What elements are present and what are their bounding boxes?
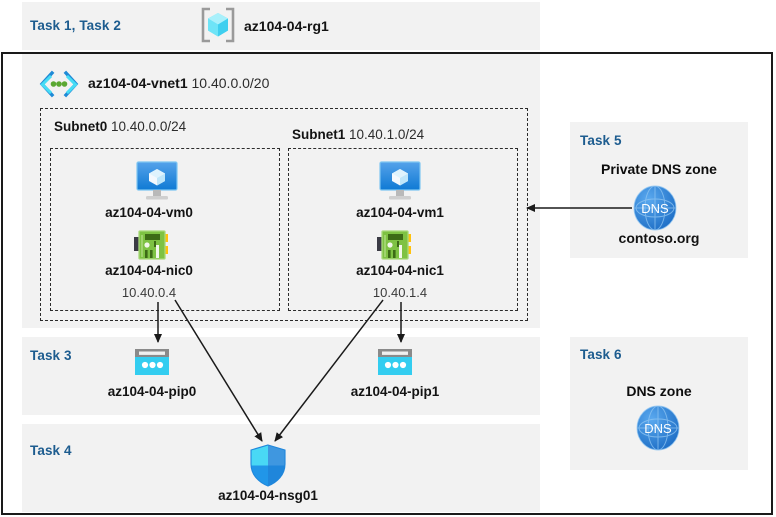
resource-group-icon — [200, 7, 236, 43]
subnet0-cidr: 10.40.0.0/24 — [111, 119, 187, 134]
task-label-1-2: Task 1, Task 2 — [30, 18, 121, 33]
dns-globe-icon: DNS — [632, 185, 677, 231]
pip0-label: az104-04-pip0 — [107, 384, 197, 399]
task-label-5: Task 5 — [580, 133, 622, 148]
vnet-name: az104-04-vnet1 — [88, 75, 188, 91]
virtual-network-icon — [38, 70, 79, 98]
virtual-machine-icon — [377, 160, 421, 200]
subnet0-header: Subnet0 10.40.0.0/24 — [54, 119, 186, 134]
nic0-label: az104-04-nic0 — [105, 263, 193, 278]
nic0-ip: 10.40.0.4 — [121, 285, 177, 300]
nic1-label: az104-04-nic1 — [356, 263, 444, 278]
dns-zone-title: DNS zone — [626, 383, 692, 399]
svg-text:DNS: DNS — [644, 421, 672, 436]
public-ip-icon — [376, 347, 412, 377]
panel-vnet — [22, 54, 540, 328]
vnet-header: az104-04-vnet1 10.40.0.0/20 — [88, 75, 269, 91]
private-dns-zone-name: contoso.org — [618, 230, 700, 246]
nsg-label: az104-04-nsg01 — [218, 488, 318, 503]
pip1-label: az104-04-pip1 — [350, 384, 440, 399]
task-label-6: Task 6 — [580, 347, 622, 362]
svg-text:DNS: DNS — [641, 201, 669, 216]
resource-group-name: az104-04-rg1 — [244, 18, 329, 34]
network-security-group-icon — [248, 444, 286, 487]
subnet0-name: Subnet0 — [54, 119, 108, 134]
panel-task-1-2 — [22, 2, 540, 50]
private-dns-zone-title: Private DNS zone — [601, 161, 717, 177]
vnet-cidr: 10.40.0.0/20 — [191, 75, 270, 91]
dns-globe-icon: DNS — [635, 405, 680, 451]
task-label-3: Task 3 — [30, 348, 72, 363]
task-label-4: Task 4 — [30, 443, 72, 458]
subnet0-box — [50, 148, 280, 311]
network-interface-icon — [134, 229, 168, 260]
network-interface-icon — [377, 229, 411, 260]
subnet1-name: Subnet1 — [292, 127, 346, 142]
subnet1-box — [288, 148, 518, 311]
public-ip-icon — [133, 347, 169, 377]
subnet1-cidr: 10.40.1.0/24 — [349, 127, 425, 142]
nic1-ip: 10.40.1.4 — [372, 285, 428, 300]
vm0-label: az104-04-vm0 — [105, 205, 193, 220]
vm1-label: az104-04-vm1 — [356, 205, 444, 220]
resource-group-boundary — [1, 52, 773, 515]
subnet1-header: Subnet1 10.40.1.0/24 — [292, 127, 424, 142]
virtual-machine-icon — [134, 160, 178, 200]
